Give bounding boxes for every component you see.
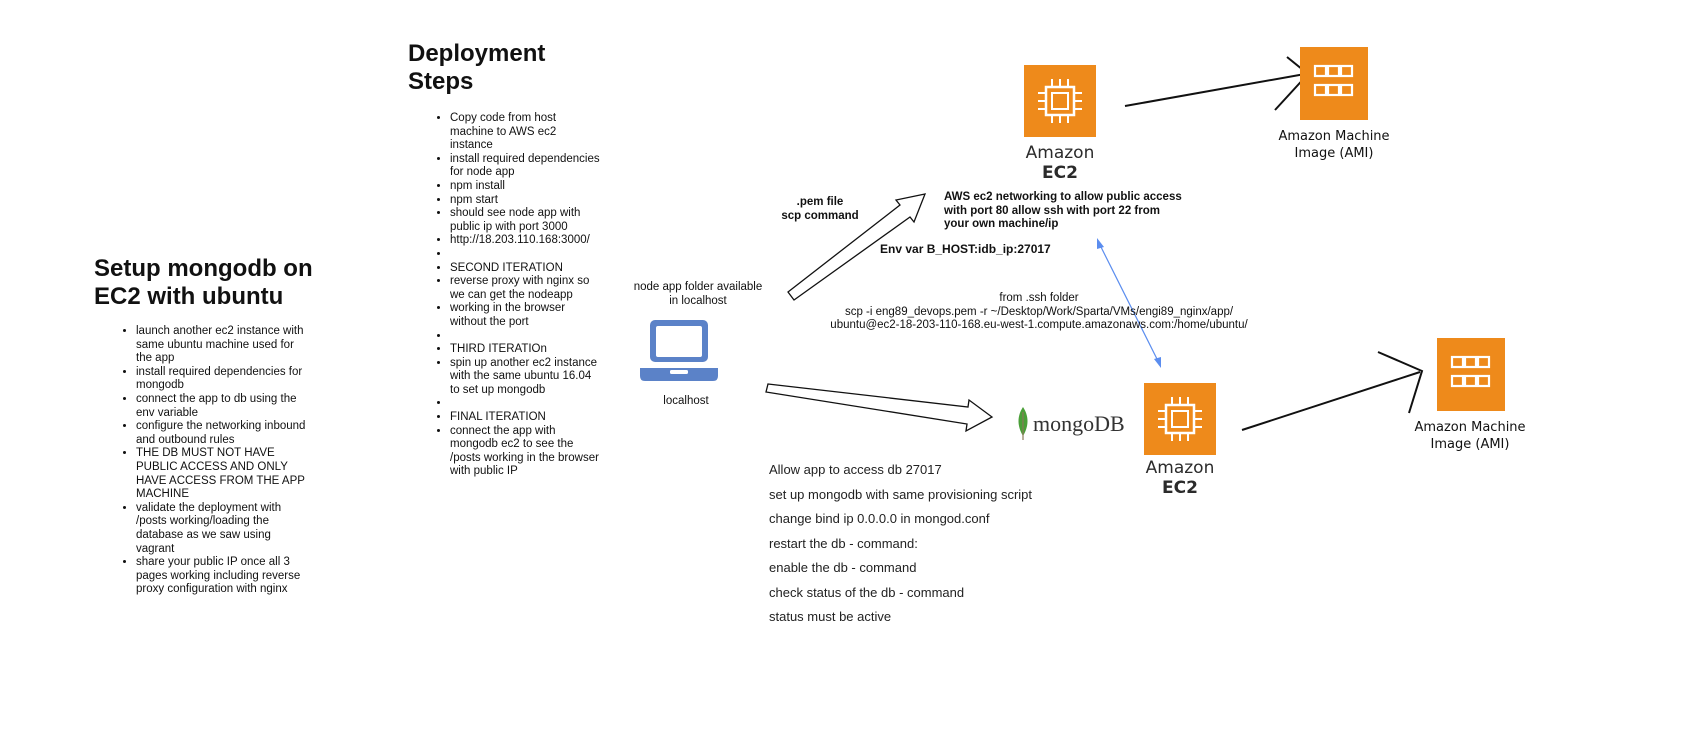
folder-label-line1: node app folder available: [633, 281, 763, 293]
pem-label: .pem file scp command: [772, 195, 868, 223]
list-item: install required dependencies for node a…: [450, 153, 602, 180]
localhost-label: localhost: [663, 395, 709, 407]
list-item: http://18.203.110.168:3000/: [450, 234, 602, 248]
list-item: spin up another ec2 instance with the sa…: [450, 357, 602, 398]
ami-icon: [1313, 64, 1354, 97]
ec2-app-brand-ec2: EC2: [1042, 163, 1078, 183]
deployment-title-line2: Steps: [408, 68, 474, 95]
db-note-item: restart the db - command:: [769, 535, 918, 551]
list-item: validate the deployment with /posts work…: [136, 502, 308, 556]
ec2-db-icon: [1144, 383, 1216, 455]
deployment-steps-section: Deployment Steps: [408, 40, 608, 96]
list-item: reverse proxy with nginx so we can get t…: [450, 275, 602, 302]
db-note-item: change bind ip 0.0.0.0 in mongod.conf: [769, 511, 990, 526]
list-item: THE DB MUST NOT HAVE PUBLIC ACCESS AND O…: [136, 447, 308, 501]
ec2-networking-note: AWS ec2 networking to allow public acces…: [944, 191, 1214, 232]
mongodb-leaf-icon: [1018, 407, 1028, 440]
ec2-app-brand-amazon: Amazon: [1025, 143, 1095, 163]
list-item: should see node app with public ip with …: [450, 207, 602, 234]
ami-top-label: Amazon Machine Image (AMI): [1264, 128, 1404, 162]
list-item: npm start: [450, 194, 602, 208]
scp-line2: scp -i eng89_devops.pem -r ~/Desktop/Wor…: [844, 305, 1234, 318]
networking-line2: with port 80 allow ssh with port 22 from: [944, 204, 1160, 217]
pem-label-line1: .pem file: [796, 196, 844, 208]
list-item: THIRD ITERATIOn: [450, 343, 602, 357]
laptop-icon: [636, 318, 722, 384]
mongo-setup-list-wrap: launch another ec2 instance with same ub…: [118, 325, 308, 597]
ami-bottom-label: Amazon Machine Image (AMI): [1400, 419, 1540, 453]
deployment-steps-list-wrap: Copy code from host machine to AWS ec2 i…: [432, 112, 602, 479]
ami-bottom-line2: Image (AMI): [1430, 437, 1510, 452]
list-item: Copy code from host machine to AWS ec2 i…: [450, 112, 602, 153]
ec2-chip-icon: [1038, 79, 1082, 123]
ec2-chip-icon: [1158, 397, 1202, 441]
list-item: configure the networking inbound and out…: [136, 420, 308, 447]
ec2-db-brand-ec2: EC2: [1162, 478, 1198, 498]
db-notes: Allow app to access db 27017 set up mong…: [769, 458, 1089, 630]
db-note-item: status must be active: [769, 609, 892, 624]
mongo-setup-title: Setup mongodb on EC2 with ubuntu: [94, 255, 334, 311]
scp-line3: ubuntu@ec2-18-203-110-168.eu-west-1.comp…: [830, 319, 1248, 331]
connector-head-top: [1097, 238, 1104, 249]
arrow-localhost-to-mongo: [765, 383, 994, 433]
ami-bottom-line1: Amazon Machine: [1414, 420, 1526, 435]
list-item: npm install: [450, 180, 602, 194]
db-note-item: enable the db - command: [769, 560, 917, 575]
ami-top-icon: [1300, 47, 1368, 120]
list-item: launch another ec2 instance with same ub…: [136, 325, 308, 366]
ec2-app-icon: [1024, 65, 1096, 137]
deployment-steps-list: Copy code from host machine to AWS ec2 i…: [432, 112, 602, 479]
db-note-item: Allow app to access db 27017: [769, 462, 942, 477]
list-item: share your public IP once all 3 pages wo…: [136, 556, 308, 597]
arrow-head-ami-bottom: [1377, 351, 1424, 414]
networking-line3: your own machine/ip: [944, 218, 1059, 230]
arrow-ec2-to-ami-bottom: [1241, 371, 1421, 431]
ami-top-line2: Image (AMI): [1294, 146, 1374, 161]
connector-head-bottom: [1154, 357, 1161, 368]
mongo-setup-list: launch another ec2 instance with same ub…: [118, 325, 308, 597]
mongodb-logo: mongoDB: [1016, 404, 1138, 444]
arrow-localhost-to-ec2: [787, 193, 927, 301]
folder-label-line2: in localhost: [669, 295, 727, 307]
pem-label-line2: scp command: [781, 210, 859, 222]
localhost-folder-label: node app folder available in localhost: [622, 280, 774, 308]
list-item: install required dependencies for mongod…: [136, 366, 308, 393]
env-var-label: Env var B_HOST:idb_ip:27017: [880, 242, 1051, 256]
ami-bottom-icon: [1437, 338, 1505, 411]
ec2-app-brand: Amazon EC2: [1004, 143, 1116, 183]
mongodb-wordmark: mongoDB: [1033, 411, 1125, 436]
list-item: working in the browser without the port: [450, 302, 602, 329]
ec2-db-brand-amazon: Amazon: [1145, 458, 1215, 478]
deployment-steps-title: Deployment Steps: [408, 40, 608, 96]
scp-note: from .ssh folder scp -i eng89_devops.pem…: [806, 292, 1272, 333]
mongo-setup-title-line2: EC2 with ubuntu: [94, 283, 284, 310]
list-item: connect the app with mongodb ec2 to see …: [450, 425, 602, 479]
arrow-ec2-to-ami-top: [1124, 73, 1306, 107]
connector-app-db: [1097, 240, 1161, 366]
list-item: connect the app to db using the env vari…: [136, 393, 308, 420]
deployment-title-line1: Deployment: [408, 40, 546, 67]
list-item: FINAL ITERATION: [450, 411, 602, 425]
scp-line1: from .ssh folder: [999, 292, 1079, 304]
db-note-item: check status of the db - command: [769, 584, 965, 600]
networking-line1: AWS ec2 networking to allow public acces…: [944, 191, 1182, 203]
ec2-db-brand: Amazon EC2: [1124, 458, 1236, 498]
mongo-setup-section: Setup mongodb on EC2 with ubuntu: [94, 255, 334, 311]
list-item: SECOND ITERATION: [450, 262, 602, 276]
ami-icon: [1450, 355, 1491, 388]
mongo-setup-title-line1: Setup mongodb on: [94, 255, 313, 282]
ami-top-line1: Amazon Machine: [1278, 129, 1390, 144]
db-note-item: set up mongodb with same provisioning sc…: [769, 486, 1033, 502]
